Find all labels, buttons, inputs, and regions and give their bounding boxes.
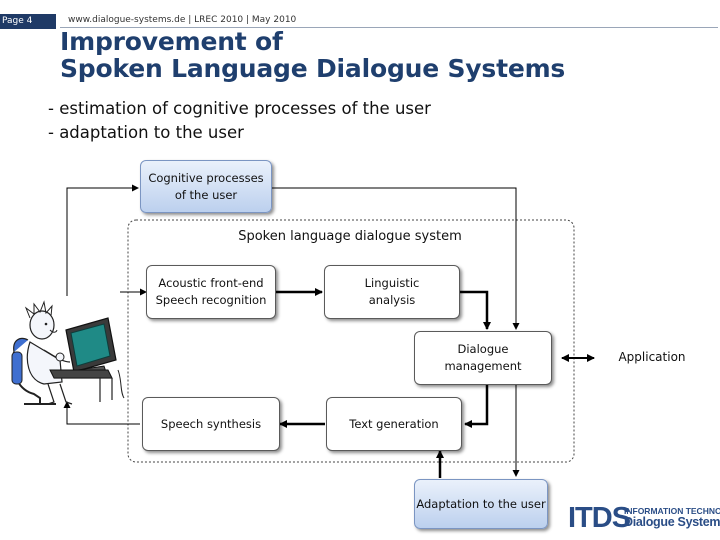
text-generation-label: Text generation	[349, 416, 439, 431]
linguistic-analysis-box: Linguistic analysis	[324, 265, 460, 319]
bullet-item: - adaptation to the user	[48, 123, 244, 142]
itds-logo-line1: INFORMATION TECHNOLOGY	[624, 506, 720, 516]
itds-logo-line2: Dialogue Systems	[624, 515, 720, 529]
cognitive-processes-box: Cognitive processes of the user	[140, 160, 272, 213]
arrow-dialogue-to-textgen	[464, 385, 489, 428]
dialogue-management-box: Dialogue management	[414, 331, 552, 385]
speech-synthesis-box: Speech synthesis	[142, 397, 280, 451]
acoustic-frontend-label: Acoustic front-end Speech recognition	[155, 276, 267, 307]
bullet-item: - estimation of cognitive processes of t…	[48, 99, 431, 118]
itds-logo: ITDS INFORMATION TECHNOLOGY Dialogue Sys…	[566, 500, 720, 538]
slide-title-line1: Improvement of	[60, 27, 283, 56]
system-label: Spoken language dialogue system	[238, 229, 462, 244]
linguistic-analysis-label: Linguistic analysis	[364, 276, 420, 307]
text-generation-box: Text generation	[326, 397, 462, 451]
system-boundary	[127, 219, 575, 463]
page-number-label: Page 4	[0, 14, 56, 29]
slide-title-line2: Spoken Language Dialogue Systems	[60, 54, 566, 83]
header-divider	[60, 27, 718, 28]
cognitive-processes-label: Cognitive processes of the user	[148, 170, 264, 202]
application-label: Application	[618, 350, 686, 364]
speech-synthesis-label: Speech synthesis	[160, 416, 262, 431]
arrow-linguistic-to-dialogue	[460, 290, 491, 330]
adaptation-to-user-label: Adaptation to the user	[416, 496, 546, 511]
header-source: www.dialogue-systems.de | LREC 2010 | Ma…	[68, 15, 297, 25]
adaptation-to-user-box: Adaptation to the user	[414, 479, 548, 529]
line-user-to-cognitive	[66, 184, 139, 296]
itds-logo-letters: ITDS	[568, 502, 631, 534]
dialogue-management-label: Dialogue management	[444, 342, 522, 373]
acoustic-frontend-box: Acoustic front-end Speech recognition	[146, 265, 276, 319]
bullet-list: - estimation of cognitive processes of t…	[48, 97, 431, 145]
user-at-computer-icon	[11, 300, 125, 405]
slide-title: Improvement of Spoken Language Dialogue …	[60, 28, 565, 82]
line-cognitive-to-dialogue	[272, 187, 520, 330]
line-synthesis-to-user	[63, 401, 140, 425]
